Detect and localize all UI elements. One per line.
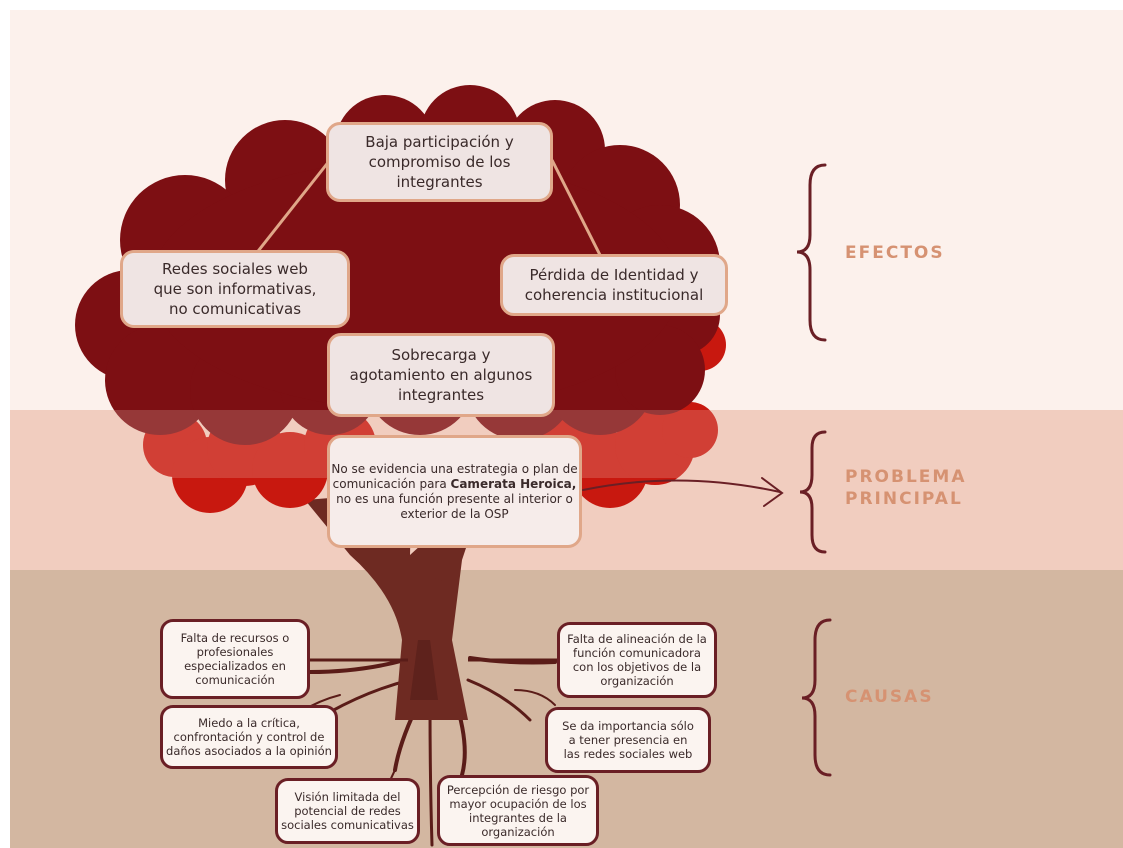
cause-box-limited-vision: Visión limitada del potencial de redes s… xyxy=(275,778,420,844)
cause-box-alignment: Falta de alineación de la función comuni… xyxy=(557,622,717,698)
section-braces xyxy=(796,163,832,777)
problem-label: PROBLEMA PRINCIPAL xyxy=(845,467,967,509)
effects-brace xyxy=(796,163,827,342)
arrow-to-problem-label xyxy=(582,477,784,507)
cause-box-risk: Percepción de riesgo por mayor ocupación… xyxy=(437,775,599,846)
effect-box-social-networks: Redes sociales web que son informativas,… xyxy=(120,250,350,328)
main-problem-text: No se evidencia una estrategia o plan de… xyxy=(330,462,579,522)
effect-box-identity: Pérdida de Identidad y coherencia instit… xyxy=(500,254,728,316)
effects-label: EFECTOS xyxy=(845,243,945,263)
cause-box-presence: Se da importancia sólo a tener presencia… xyxy=(545,707,711,773)
cause-box-resources: Falta de recursos o profesionales especi… xyxy=(160,619,310,699)
causes-brace xyxy=(801,618,832,777)
main-problem-org-name: Camerata Heroica, xyxy=(450,476,577,491)
effect-box-overload: Sobrecarga y agotamiento en algunos inte… xyxy=(327,333,555,417)
causes-label: CAUSAS xyxy=(845,687,934,707)
cause-box-fear: Miedo a la crítica, confrontación y cont… xyxy=(160,705,338,769)
main-problem-box: No se evidencia una estrategia o plan de… xyxy=(327,435,582,548)
problem-brace xyxy=(799,430,827,554)
effect-box-participation: Baja participación y compromiso de los i… xyxy=(326,122,553,202)
main-problem-text-end: no es una función presente al interior o… xyxy=(336,491,573,521)
effect-connectors xyxy=(253,159,602,256)
main-problem-text-start: No se evidencia una estrategia o plan de… xyxy=(331,461,578,491)
